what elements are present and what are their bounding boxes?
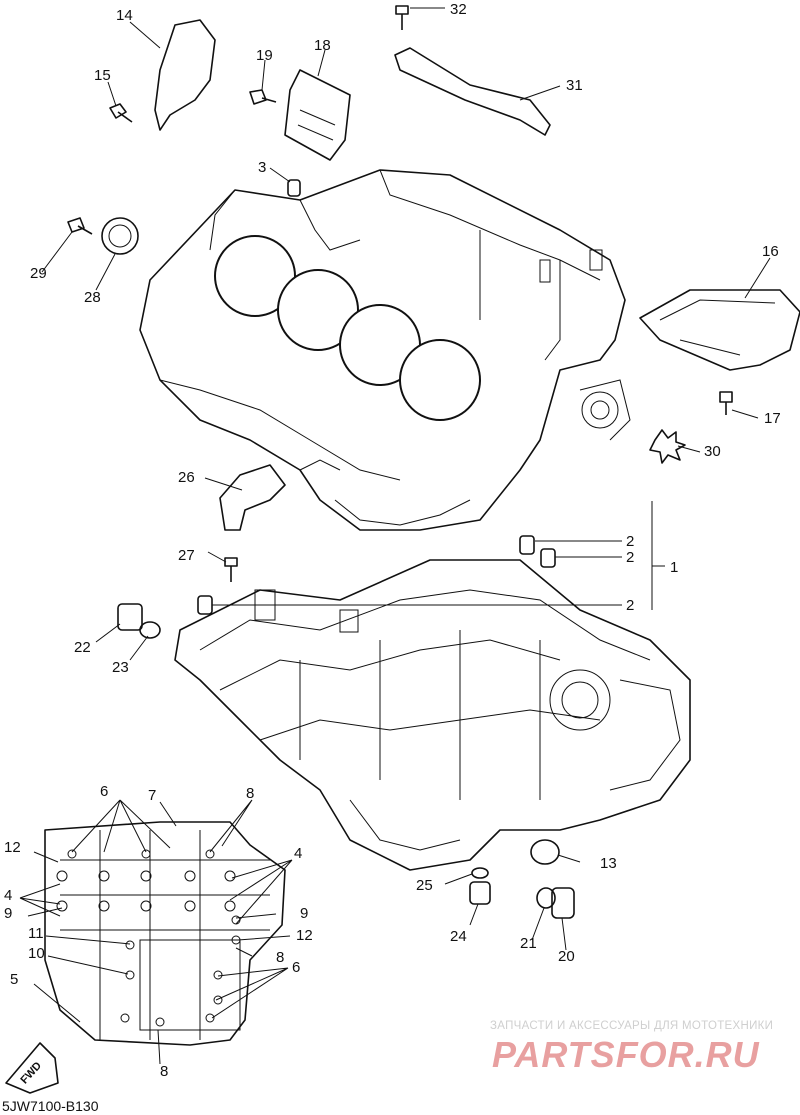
bottom-view-detail [5, 821, 286, 1094]
callout-24: 24 [450, 928, 467, 945]
callout-22: 22 [74, 639, 91, 656]
callout-7: 7 [148, 787, 156, 804]
callout-3: 3 [258, 159, 266, 176]
callout-19: 19 [256, 47, 273, 64]
lower-crankcase [174, 559, 691, 871]
callout-18: 18 [314, 37, 331, 54]
callout-15: 15 [94, 67, 111, 84]
callout-2: 2 [626, 533, 634, 550]
callout-9: 9 [4, 905, 12, 922]
small-parts [67, 5, 800, 919]
callout-16: 16 [762, 243, 779, 260]
callout-9: 9 [300, 905, 308, 922]
callout-25: 25 [416, 877, 433, 894]
callout-27: 27 [178, 547, 195, 564]
callout-4: 4 [4, 887, 12, 904]
callout-labels: 1 2 2 2 3 14 15 19 18 32 31 29 28 16 17 … [4, 1, 781, 1086]
callout-32: 32 [450, 1, 467, 18]
callout-8: 8 [246, 785, 254, 802]
callout-4: 4 [294, 845, 302, 862]
upper-crankcase [139, 169, 631, 531]
callout-31: 31 [566, 77, 583, 94]
callout-21: 21 [520, 935, 537, 952]
fwd-arrow-icon [5, 1042, 59, 1094]
callout-11: 11 [28, 925, 44, 942]
callout-5: 5 [10, 971, 18, 988]
callout-26: 26 [178, 469, 195, 486]
callout-12: 12 [296, 927, 313, 944]
callout-2: 2 [626, 597, 634, 614]
callout-1: 1 [670, 559, 678, 576]
watermark-subtitle: ЗАПЧАСТИ И АКСЕССУАРЫ ДЛЯ МОТОТЕХНИКИ [490, 1020, 774, 1032]
callout-8: 8 [160, 1063, 168, 1080]
callout-2: 2 [626, 549, 634, 566]
drawing-code: 5JW7100-B130 [2, 1098, 99, 1114]
callout-30: 30 [704, 443, 721, 460]
callout-12: 12 [4, 839, 21, 856]
callout-6: 6 [292, 959, 300, 976]
callout-23: 23 [112, 659, 129, 676]
callout-10: 10 [28, 945, 45, 962]
callout-17: 17 [764, 410, 781, 427]
callout-6: 6 [100, 783, 108, 800]
callout-28: 28 [84, 289, 101, 306]
callout-14: 14 [116, 7, 133, 24]
leader-lines [19, 7, 771, 1065]
callout-13: 13 [600, 855, 617, 872]
callout-29: 29 [30, 265, 47, 282]
callout-20: 20 [558, 948, 575, 965]
callout-8: 8 [276, 949, 284, 966]
watermark-brand: PARTSFOR.RU [492, 1034, 760, 1075]
